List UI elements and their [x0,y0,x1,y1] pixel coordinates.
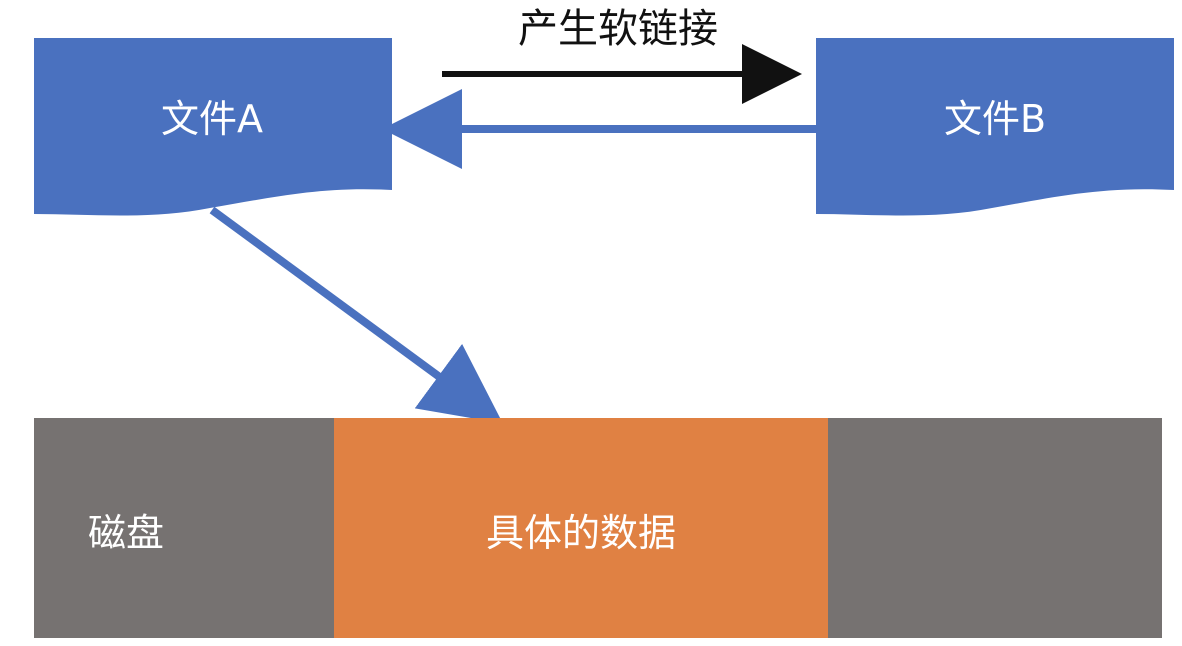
disk-right-segment [828,418,1162,638]
disk-left-segment [34,418,334,638]
top-label-text: 产生软链接 [518,6,718,52]
data-block [334,418,828,638]
file-a-shape [34,38,392,216]
file-b: 文件B [816,38,1174,216]
disk-label: 磁盘 [88,511,164,555]
file-a-to-data-arrow [209,206,503,424]
file-b-shape [816,38,1174,216]
file-a: 文件A [34,38,392,216]
file-b-label: 文件B [944,97,1046,141]
file-a-label: 文件A [161,97,263,141]
data-block-label: 具体的数据 [486,511,676,555]
disk-bar: 磁盘 具体的数据 [34,418,1162,638]
